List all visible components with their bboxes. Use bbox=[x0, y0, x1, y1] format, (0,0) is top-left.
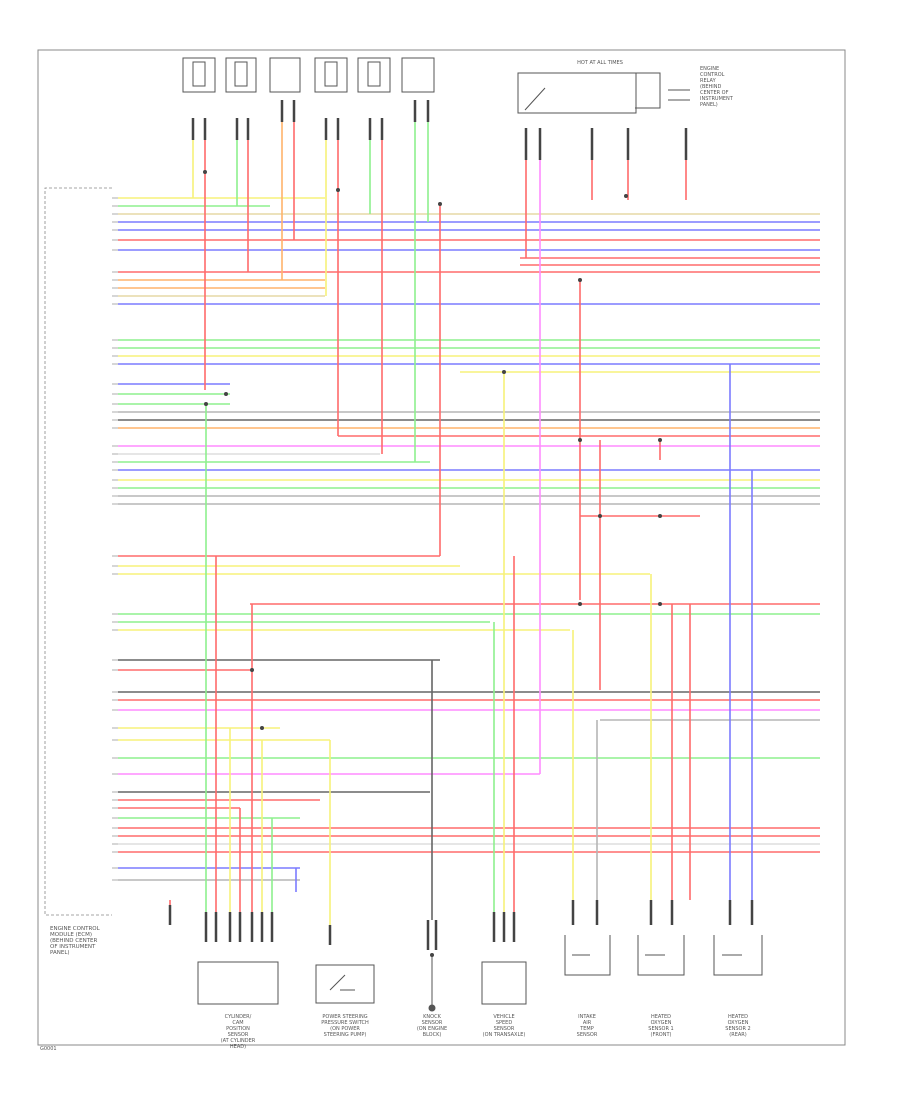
component-label-ho2s2-line-3: (REAR) bbox=[729, 1032, 746, 1038]
engine-control-relay bbox=[517, 72, 690, 114]
splice-dot-5 bbox=[658, 438, 662, 442]
splice-dot-0 bbox=[203, 170, 207, 174]
component-label-iat-line-1: AIR bbox=[583, 1020, 592, 1026]
relay-location-label-line-5: INSTRUMENT bbox=[700, 96, 734, 102]
splice-dot-2 bbox=[438, 202, 442, 206]
splice-dot-1 bbox=[336, 188, 340, 192]
relay-power-label-line-0: HOT AT ALL TIMES bbox=[577, 60, 623, 66]
component-label-vss-line-1: SPEED bbox=[496, 1020, 513, 1026]
component-label-knock-line-2: (ON ENGINE bbox=[417, 1026, 447, 1032]
component-label-cam-line-0: CYLINDER/ bbox=[225, 1014, 252, 1020]
top-pin-stubs bbox=[191, 100, 688, 160]
component-label-psw-line-0: POWER STEERING bbox=[322, 1014, 367, 1020]
horizontal-wires bbox=[118, 197, 820, 881]
relay-location-label-line-0: ENGINE bbox=[700, 66, 719, 72]
component-label-ho2s1-line-1: OXYGEN bbox=[651, 1020, 672, 1026]
vertical-wires bbox=[169, 122, 753, 925]
component-label-knock-line-1: SENSOR bbox=[422, 1020, 443, 1026]
component-label-cam-line-3: SENSOR bbox=[228, 1032, 249, 1038]
splice-dot-14 bbox=[224, 392, 228, 396]
splice-dot-9 bbox=[658, 602, 662, 606]
splice-points bbox=[203, 170, 662, 957]
splice-dot-12 bbox=[430, 953, 434, 957]
splice-dot-3 bbox=[578, 278, 582, 282]
ecm-label-line-1: MODULE (ECM) bbox=[50, 932, 92, 938]
splice-dot-16 bbox=[502, 370, 506, 374]
diagram-frame bbox=[37, 49, 846, 1046]
component-label-cam-line-4: (AT CYLINDER bbox=[221, 1038, 256, 1044]
component-label-knock-line-3: BLOCK) bbox=[423, 1032, 442, 1038]
splice-dot-10 bbox=[250, 668, 254, 672]
component-label-vss-line-0: VEHICLE bbox=[493, 1014, 514, 1020]
component-label-ho2s2-line-2: SENSOR 2 bbox=[725, 1026, 750, 1032]
splice-dot-8 bbox=[578, 602, 582, 606]
component-label-knock-line-0: KNOCK bbox=[423, 1014, 441, 1020]
component-label-iat-line-0: INTAKE bbox=[578, 1014, 596, 1020]
splice-dot-11 bbox=[260, 726, 264, 730]
ecm-label-line-4: PANEL) bbox=[50, 950, 70, 956]
splice-dot-15 bbox=[624, 194, 628, 198]
splice-dot-4 bbox=[578, 438, 582, 442]
relay-location-label-line-3: (BEHIND bbox=[700, 84, 722, 90]
splice-dot-13 bbox=[204, 402, 208, 406]
relay-location-label-line-1: CONTROL bbox=[700, 72, 725, 78]
component-label-vss-line-3: (ON TRANSAXLE) bbox=[483, 1032, 526, 1038]
component-label-psw-line-1: PRESSURE SWITCH bbox=[321, 1020, 369, 1026]
component-label-cam-line-5: HEAD) bbox=[230, 1044, 246, 1050]
relay-power-label: HOT AT ALL TIMES bbox=[577, 60, 623, 66]
component-label-psw-line-2: (ON POWER bbox=[330, 1026, 360, 1032]
splice-dot-7 bbox=[658, 514, 662, 518]
component-label-ho2s1-line-0: HEATED bbox=[651, 1014, 671, 1020]
bottom-components bbox=[197, 935, 763, 1012]
bottom-pin-stubs bbox=[168, 900, 754, 950]
component-label-iat-line-2: TEMP bbox=[579, 1026, 594, 1032]
component-label-cam-line-2: POSITION bbox=[226, 1026, 250, 1032]
component-label-ho2s1-line-2: SENSOR 1 bbox=[648, 1026, 673, 1032]
footer-code: G0001 bbox=[40, 1046, 57, 1052]
ecm-label-line-3: OF INSTRUMENT bbox=[50, 944, 96, 950]
component-label-ho2s2-line-1: OXYGEN bbox=[728, 1020, 749, 1026]
component-label-ho2s1-line-3: (FRONT) bbox=[651, 1032, 672, 1038]
ecm-label-line-0: ENGINE CONTROL bbox=[50, 926, 101, 932]
splice-dot-6 bbox=[598, 514, 602, 518]
ecm-boundary bbox=[44, 187, 112, 916]
ecm-label-line-2: (BEHIND CENTER bbox=[50, 938, 98, 944]
component-label-cam-line-1: CAM bbox=[232, 1020, 243, 1026]
component-label-iat-line-3: SENSOR bbox=[577, 1032, 598, 1038]
relay-location-label-line-4: CENTER OF bbox=[700, 90, 729, 96]
component-label-psw-line-3: STEERING PUMP) bbox=[324, 1032, 367, 1038]
relay-location-label-line-6: PANEL) bbox=[700, 102, 718, 108]
component-label-ho2s2-line-0: HEATED bbox=[728, 1014, 748, 1020]
component-label-vss-line-2: SENSOR bbox=[494, 1026, 515, 1032]
relay-location-label-line-2: RELAY bbox=[700, 78, 717, 84]
top-connectors bbox=[182, 57, 435, 93]
ecm-pin-labels bbox=[112, 197, 118, 881]
